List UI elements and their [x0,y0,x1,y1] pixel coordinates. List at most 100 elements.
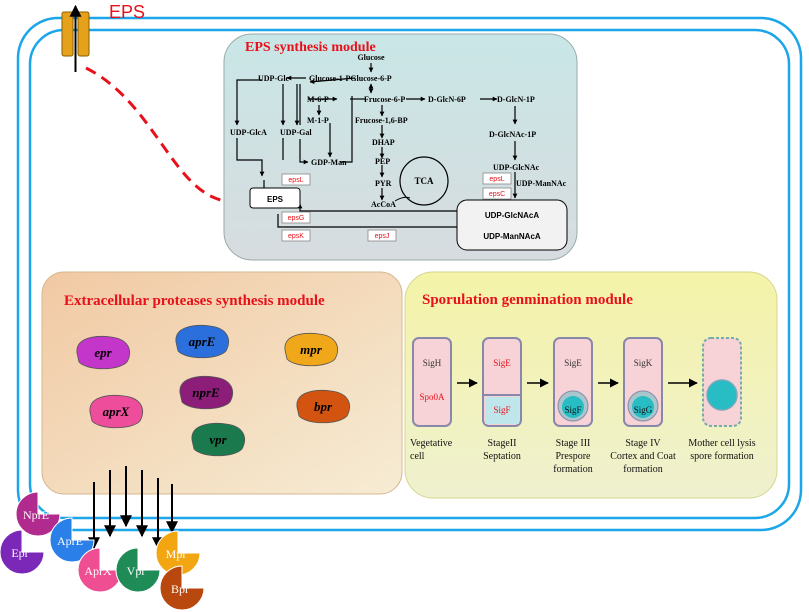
sigma-factor-bottom: SigG [634,405,653,415]
secretion-arrows [88,466,178,550]
sporulation-stage-4: SigK SigG Stage IV Cortex and Coat formation [610,337,676,475]
metabolite-pep: PEP [375,157,390,166]
metabolite-d-glcn-1p: D-GlcN-1P [497,95,535,104]
metabolite-dhap: DHAP [372,138,395,147]
stage-caption: Vegetative [410,438,453,449]
secreted-label: NprE [23,508,49,522]
forespore [562,396,584,418]
free-spore [706,379,738,411]
sigma-factor-bottom: SigF [493,405,510,415]
enzyme-vpr: vpr [191,423,245,457]
secreted-npre: NprE [15,491,61,537]
eps-export-label: EPS [109,2,145,22]
gene-epsJ: epsJ [375,233,390,240]
enzyme-label: bpr [314,399,333,414]
secreted-epr: Epr [0,529,45,575]
stage-caption: Mother cell lysis [688,438,755,449]
eps-transporter [61,4,90,72]
sigma-factor-top: SigE [564,358,582,368]
metabolite-gdp-man: GDP-Man [311,158,347,167]
gene-epsG: epsG [288,215,305,222]
metabolite-glucose: Glucose [357,53,385,62]
sigma-factor-top: SigH [423,358,442,368]
stage-caption: formation [553,464,592,475]
enzyme-nprE: nprE [179,376,233,410]
secreted-label: Mpr [166,547,187,561]
gene-epsL-left: epsL [288,177,303,184]
gene-epsC: epsC [489,191,505,198]
metabolite-glucose-1p: Glucose-1-P [309,74,350,83]
metabolite-udp-mannac: UDP-ManNAc [516,179,567,188]
gene-epsK: epsK [288,233,304,240]
stage-caption: Cortex and Coat [610,451,676,462]
sporulation-stage-2: SigE SigF StageII Septation [482,337,522,462]
eps-product-box [249,187,301,209]
secreted-mpr: Mpr [155,530,201,576]
metabolite-d-glcnac-1p: D-GlcNAc-1P [489,130,536,139]
protease-module-title: Extracellular proteases synthesis module [64,293,325,309]
enzyme-aprX: aprX [89,395,143,429]
metabolite-m-6p: M-6-P [307,95,329,104]
metabolite-udp-glca: UDP-GlcA [230,128,267,137]
metabolite-udp-glc: UDP-Glc [258,74,290,83]
secreted-label: Epr [11,546,28,560]
secreted-label: AprX [84,564,112,578]
cell-membrane-inner [28,28,791,520]
stage-caption: Stage III [556,438,591,449]
eps-synthesis-module: EPS synthesis module [223,33,578,261]
sporulation-stages: SigH Spo0A Vegetative cell SigE SigF StageII Se… [410,337,756,475]
secreted-label: Vpr [127,564,146,578]
forespore [632,396,654,418]
enzyme-bpr: bpr [296,390,350,424]
metabolite-acetyl-coa: AcCoA [371,200,396,209]
enzyme-epr: epr [76,336,130,370]
metabolite-pyr: PYR [375,179,392,188]
sigma-factor-bottom: Spo0A [419,392,445,402]
secreted-aprx: AprX [77,547,123,593]
enzyme-mpr: mpr [284,333,338,367]
gene-epsL-right: epsL [489,176,504,183]
stage-caption: cell [410,451,425,462]
enzyme-aprE: aprE [175,325,229,359]
metabolite-d-glcn-6p: D-GlcN-6P [428,95,466,104]
protease-enzymes: epr aprE mpr nprE aprX bpr vpr [76,325,350,457]
stage-caption: spore formation [690,451,754,462]
sporulation-stage-1: SigH Spo0A Vegetative cell [410,337,453,462]
sporulation-module-title: Sporulation genmination module [422,292,633,308]
udp-glcnaca-box [456,199,568,251]
metabolite-udp-glcnac: UDP-GlcNAc [493,163,540,172]
sigma-factor-bottom: SigF [564,405,581,415]
sigma-factor-top: SigK [634,358,653,368]
secreted-label: AprE [57,534,83,548]
eps-module-title: EPS synthesis module [245,40,376,55]
sigma-factor-top: SigE [493,358,511,368]
stage-caption: StageII [488,438,517,449]
enzyme-label: mpr [300,342,323,357]
metabolite-udp-glcnaca: UDP-GlcNAcA [485,211,539,220]
metabolite-fructose-6p: Frucose-6-P [364,95,405,104]
stage-caption: Stage IV [625,438,661,449]
enzyme-label: aprE [189,334,216,349]
stage-caption: formation [623,464,662,475]
sporulation-stage-5: Mother cell lysis spore formation [688,337,756,462]
secreted-bpr: Bpr [159,565,205,611]
cell-membrane-outer [16,16,803,532]
enzyme-label: epr [94,345,112,360]
stage-caption: Septation [483,451,521,462]
protease-synthesis-module: Extracellular proteases synthesis module… [41,271,403,495]
enzyme-label: nprE [192,385,220,400]
enzyme-label: aprX [103,404,130,419]
tca-cycle [399,156,449,206]
eps-product-label: EPS [267,195,284,204]
metabolite-udp-mannaca: UDP-ManNAcA [483,232,541,241]
secreted-label: Bpr [171,582,189,596]
secreted-vpr: Vpr [115,547,161,593]
sporulation-module: Sporulation genmination module SigH Spo0A… [404,271,778,499]
metabolite-udp-gal: UDP-Gal [280,128,312,137]
metabolite-fructose-16bp: Frucose-1,6-BP [355,116,408,125]
sporulation-stage-3: SigE SigF Stage III Prespore formation [553,337,593,475]
stage-caption: Prespore [556,451,592,462]
enzyme-label: vpr [209,432,227,447]
